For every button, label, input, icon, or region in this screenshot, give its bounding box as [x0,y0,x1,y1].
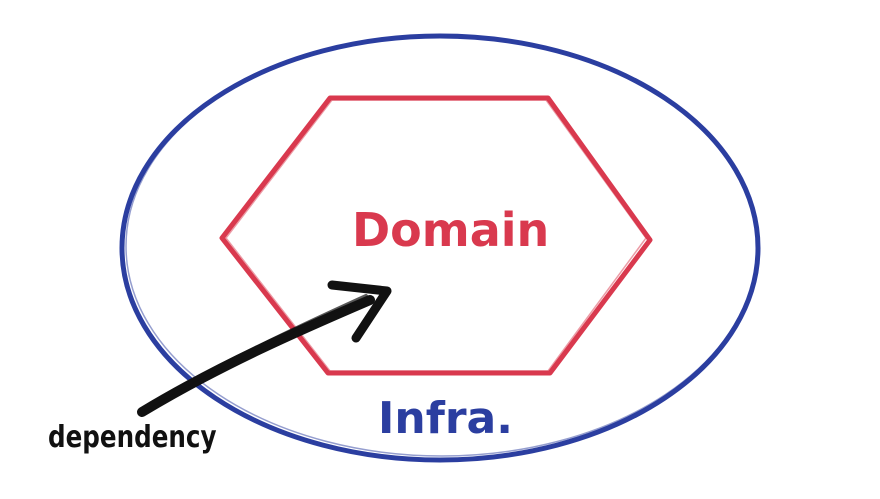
infra-ellipse-sketch [125,35,759,457]
domain-hexagon [219,95,653,376]
infra-label: Infra. [378,393,513,444]
dependency-arrow-shaft-sketch [144,294,368,410]
dependency-label: dependency [48,420,217,455]
dependency-arrow-shaft [137,295,375,417]
domain-hexagon-sketch [225,99,647,372]
dependency-arrow-head [327,280,392,343]
domain-label: Domain [352,203,550,257]
